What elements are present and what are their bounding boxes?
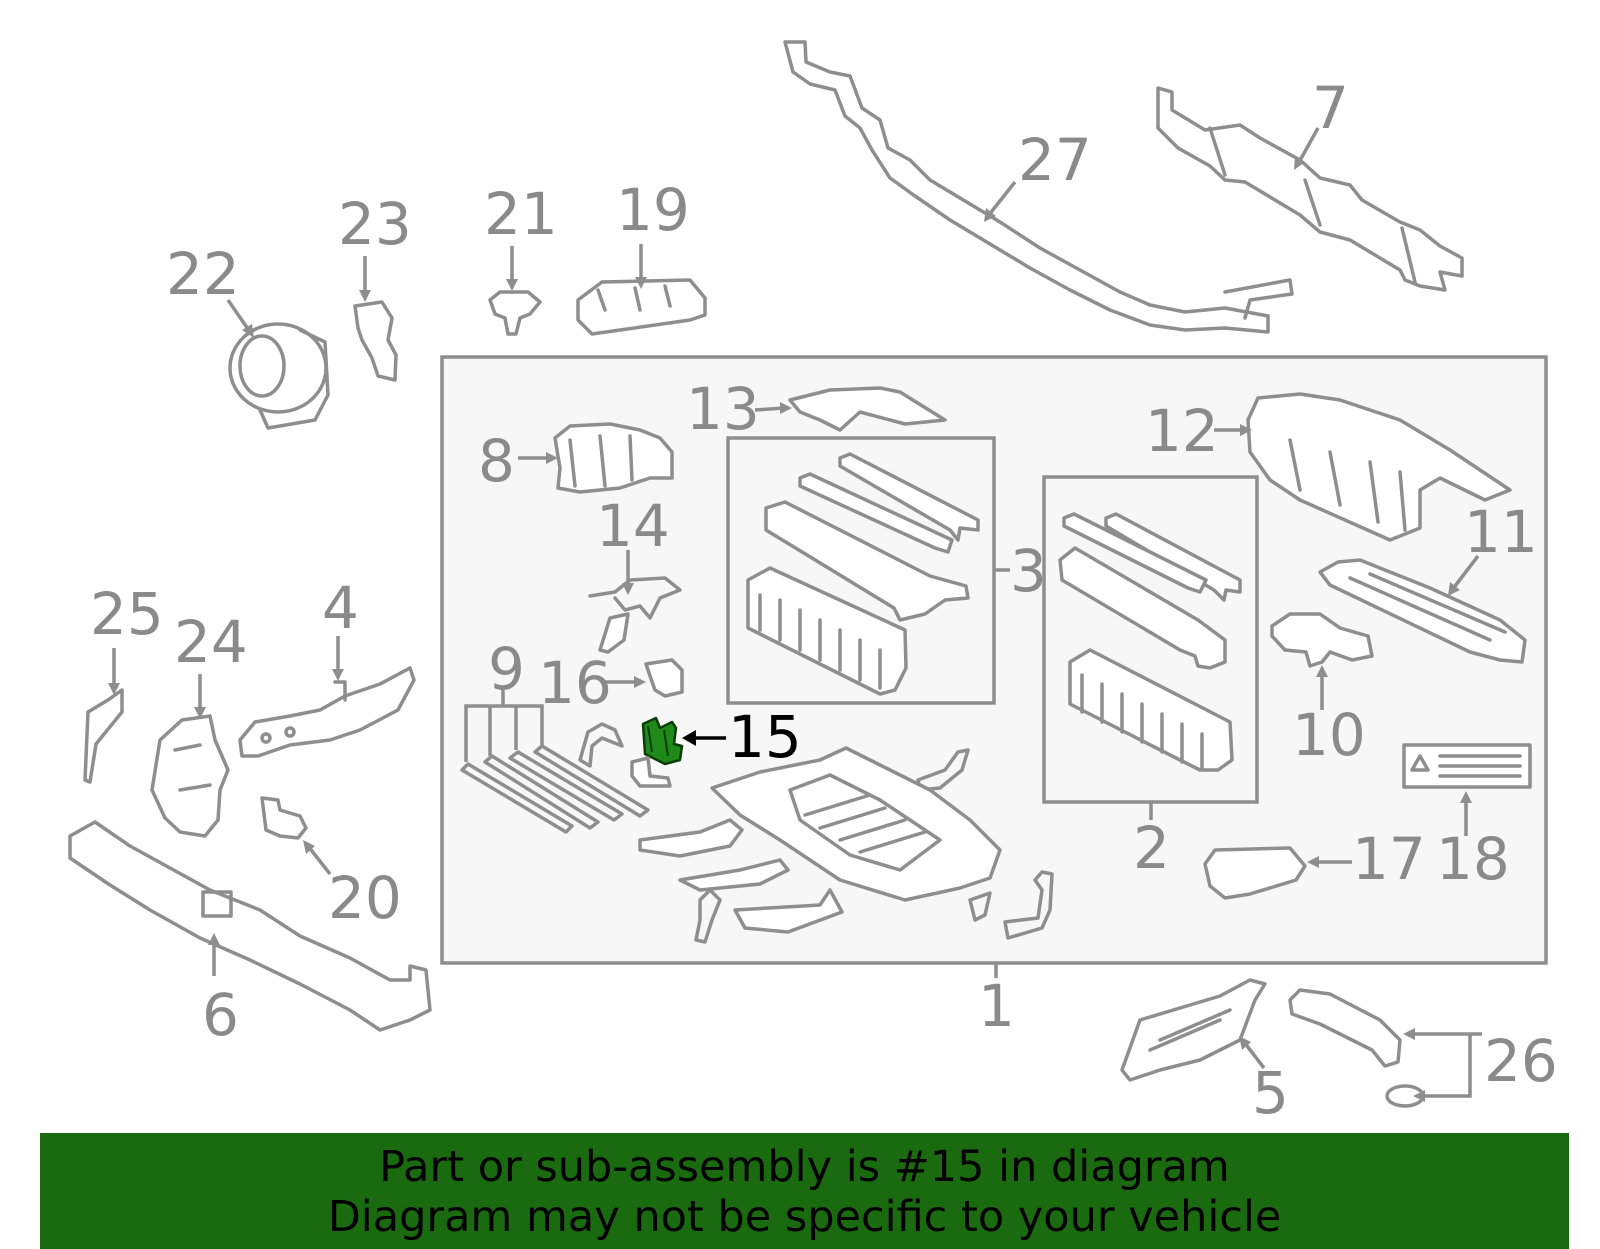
part-8-bracket	[553, 422, 674, 494]
callout-17: 17	[1352, 825, 1426, 893]
callout-27: 27	[1018, 126, 1092, 194]
part-13-cover	[788, 386, 947, 432]
part-16-clamp	[644, 658, 684, 698]
callout-18: 18	[1436, 825, 1510, 893]
leader-lines	[108, 127, 1482, 1102]
part-21-clip	[488, 290, 542, 336]
callout-23: 23	[338, 190, 412, 258]
callout-12: 12	[1145, 397, 1219, 465]
callout-6: 6	[202, 981, 239, 1049]
callout-1: 1	[978, 972, 1015, 1040]
part-15-highlighted	[641, 716, 684, 766]
callout-9: 9	[488, 635, 525, 703]
callout-5: 5	[1252, 1059, 1289, 1127]
callout-8: 8	[478, 427, 515, 495]
callout-26: 26	[1484, 1027, 1558, 1095]
part-27-harness	[783, 40, 1270, 334]
part-3-stack	[746, 566, 908, 696]
callout-15: 15	[728, 703, 802, 771]
callout-4: 4	[322, 574, 359, 642]
callout-13: 13	[686, 375, 760, 443]
banner-line-2: Diagram may not be specific to your vehi…	[327, 1192, 1282, 1242]
callout-3: 3	[1010, 537, 1047, 605]
callout-21: 21	[484, 180, 558, 248]
part-19-module	[576, 278, 707, 336]
info-banner: Part or sub-assembly is #15 in diagram D…	[40, 1133, 1569, 1249]
part-20-clip	[260, 796, 308, 840]
part-17-bracket	[1203, 846, 1307, 900]
part-24-bracket	[150, 714, 230, 838]
part-4-bracket	[238, 666, 416, 758]
part-7-beam	[1156, 86, 1464, 292]
callout-19: 19	[616, 176, 690, 244]
part-14-harness	[588, 576, 682, 620]
part-9-strips	[460, 744, 650, 834]
callout-22: 22	[166, 240, 240, 308]
callout-24: 24	[174, 608, 248, 676]
part-6-rail	[68, 820, 432, 1032]
battery-tray	[710, 746, 1002, 902]
part-26-bracket	[1288, 988, 1402, 1068]
callout-2: 2	[1133, 814, 1170, 882]
callout-10: 10	[1292, 701, 1366, 769]
callout-16: 16	[538, 649, 612, 717]
part-18-label	[1402, 743, 1532, 789]
callout-25: 25	[90, 580, 164, 648]
callout-20: 20	[328, 864, 402, 932]
part-12-cover	[1246, 392, 1512, 542]
part-25-bracket	[83, 688, 124, 784]
part-2-stack	[1068, 648, 1234, 772]
callout-7: 7	[1312, 74, 1349, 142]
part-23-bracket	[353, 300, 398, 382]
callout-14: 14	[596, 492, 670, 560]
part-3-rail	[838, 452, 980, 542]
part-10-duct	[1270, 612, 1374, 668]
callout-11: 11	[1464, 498, 1538, 566]
part-22-blower	[228, 322, 330, 430]
banner-line-1: Part or sub-assembly is #15 in diagram	[379, 1142, 1230, 1192]
